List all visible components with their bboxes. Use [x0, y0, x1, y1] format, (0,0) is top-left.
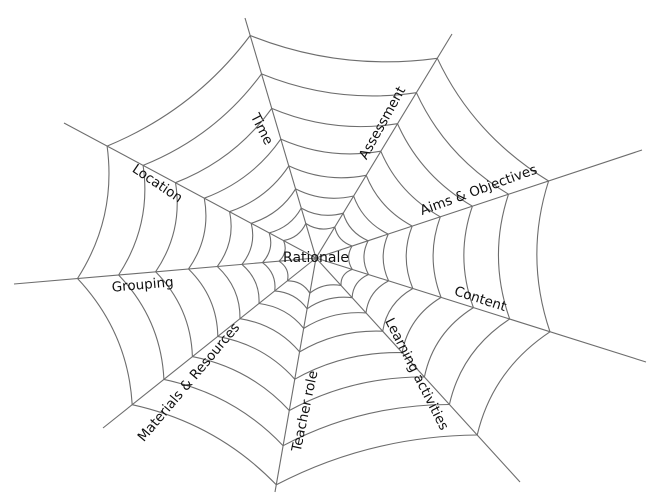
web-ring-3-segment [251, 189, 295, 223]
web-ring-2-segment [307, 297, 352, 309]
web-ring-3-segment [242, 223, 253, 264]
web-ring-5-segment [189, 269, 218, 336]
web-ring-1-segment [335, 227, 352, 246]
web-ring-7-segment [449, 319, 509, 405]
web-ring-1-segment [288, 281, 310, 293]
web-ring-4-segment [406, 226, 413, 288]
web-ring-4-segment [217, 212, 231, 267]
web-ring-4-segment [240, 319, 300, 352]
spoke-label-materials: Materials & Resources [135, 320, 244, 445]
spoke-label-teacher: Teacher role [289, 369, 322, 454]
web-ring-8-segment [537, 181, 550, 332]
spoke-label-learning: Learning activities [381, 315, 451, 433]
web-ring-8-segment [78, 146, 109, 278]
web-ring-2-segment [343, 213, 368, 241]
web-ring-1-segment [306, 224, 335, 230]
web-ring-2-segment [275, 291, 307, 309]
web-ring-3-segment [242, 264, 259, 303]
spoke-label-time: Time [246, 110, 276, 148]
web-ring-2-segment [263, 263, 276, 291]
web-ring-4-segment [289, 166, 366, 178]
web-ring-2-segment [263, 233, 271, 263]
web-ring-4-segment [300, 331, 383, 352]
web-ring-3-segment [366, 281, 389, 313]
web-ring-8-segment [107, 36, 250, 147]
web-ring-8-segment [477, 332, 550, 435]
web-ring-4-segment [217, 267, 240, 319]
center-label: Rationale [283, 250, 349, 266]
web-ring-3-segment [383, 234, 388, 281]
web-ring-2-segment [301, 208, 343, 215]
web-ring-1-segment [284, 224, 306, 241]
web-ring-6-segment [424, 308, 473, 377]
web-ring-8-segment [250, 36, 437, 62]
web-ring-1-segment [310, 285, 341, 293]
web-ring-2-segment [364, 241, 369, 275]
web-ring-3-segment [296, 189, 354, 198]
web-ring-8-segment [78, 279, 133, 405]
web-ring-4-segment [366, 175, 412, 226]
web-spoke-content [316, 258, 646, 362]
web-ring-3-segment [304, 313, 366, 329]
web-ring-4-segment [230, 166, 289, 212]
web-spoke-aims [316, 150, 642, 258]
web-ring-5-segment [189, 198, 206, 269]
web-ring-5-segment [433, 217, 441, 298]
web-ring-3-segment [354, 196, 389, 234]
web-ring-3-segment [259, 304, 304, 329]
web-ring-1-segment [341, 269, 352, 285]
web-ring-1-segment [349, 246, 353, 269]
web-ring-2-segment [352, 275, 368, 298]
web-spoke-assessment [316, 34, 452, 258]
